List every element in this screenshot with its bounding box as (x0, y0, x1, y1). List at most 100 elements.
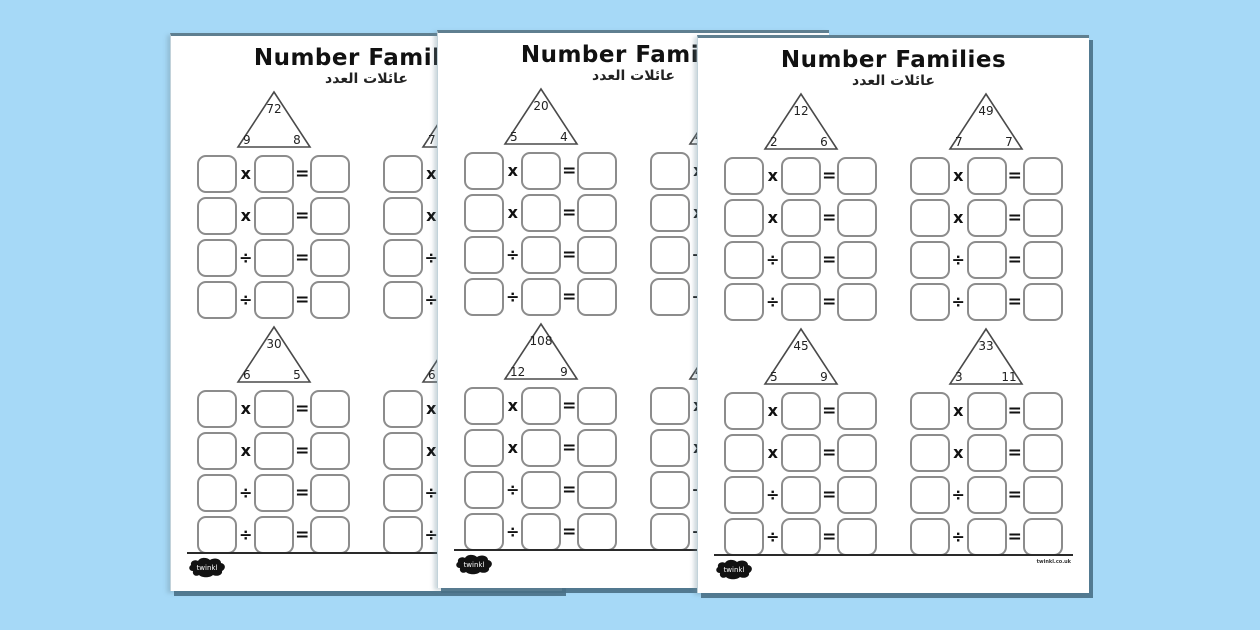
equals-symbol: = (562, 203, 577, 223)
page-subtitle-arabic: عائلات العدد (592, 68, 675, 84)
number-triangle: 12 2 6 (763, 92, 839, 150)
answer-box (310, 432, 351, 470)
answer-box (966, 434, 1007, 472)
equals-symbol: = (822, 401, 837, 421)
equals-symbol: = (1007, 401, 1022, 421)
answer-box (909, 241, 950, 279)
number-triangle: 72 9 8 (236, 90, 312, 148)
answer-box (521, 194, 562, 232)
answer-box (966, 241, 1007, 279)
operator-symbol: ÷ (766, 485, 780, 504)
answer-box (254, 390, 295, 428)
equals-symbol: = (1007, 443, 1022, 463)
triangle-top-number: 49 (979, 104, 994, 118)
triangle-left-number: 7 (955, 135, 963, 149)
answer-box (649, 236, 690, 274)
equals-symbol: = (822, 443, 837, 463)
answer-box (464, 429, 505, 467)
equation-row: ÷ = (464, 513, 618, 551)
triangle-top-number: 108 (529, 334, 552, 348)
answer-box (837, 434, 878, 472)
answer-box (382, 516, 423, 554)
triangle-top-number: 30 (266, 337, 281, 351)
triangle-left-number: 9 (243, 133, 251, 147)
answer-box (521, 387, 562, 425)
operator-symbol: x (426, 399, 437, 418)
answer-box (837, 392, 878, 430)
problems-grid: 12 2 6 x = x = (698, 90, 1089, 558)
twinkl-logo-text: twinkl (464, 561, 485, 569)
operator-symbol: ÷ (506, 287, 520, 306)
equals-symbol: = (562, 161, 577, 181)
answer-box (649, 429, 690, 467)
answer-box (1022, 283, 1063, 321)
operator-symbol: x (953, 401, 964, 420)
triangle-left-number: 7 (428, 133, 436, 147)
answer-box (197, 197, 238, 235)
equation-row: ÷ = (909, 476, 1063, 514)
equation-row: x = (724, 157, 878, 195)
operator-symbol: x (426, 164, 437, 183)
worksheet-page-front: Number Families عائلات العدد 12 2 6 x = (697, 35, 1089, 593)
equals-symbol: = (1007, 292, 1022, 312)
triangle-right-number: 4 (560, 130, 568, 144)
answer-box (966, 476, 1007, 514)
page-subtitle-arabic: عائلات العدد (325, 71, 408, 87)
answer-box (837, 157, 878, 195)
answer-box (837, 199, 878, 237)
fact-family-problem: 12 2 6 x = x = (712, 92, 890, 323)
answer-box (649, 278, 690, 316)
operator-symbol: ÷ (424, 248, 438, 267)
equation-row: ÷ = (909, 283, 1063, 321)
operator-symbol: ÷ (239, 525, 253, 544)
equals-symbol: = (295, 483, 310, 503)
answer-box (577, 278, 618, 316)
answer-box (781, 241, 822, 279)
operator-symbol: ÷ (506, 245, 520, 264)
answer-box (464, 194, 505, 232)
equation-row: ÷ = (724, 518, 878, 556)
equals-symbol: = (295, 248, 310, 268)
answer-box (197, 432, 238, 470)
answer-box (254, 281, 295, 319)
answer-box (382, 155, 423, 193)
equals-symbol: = (562, 245, 577, 265)
equation-row: x = (724, 199, 878, 237)
triangle-top-number: 12 (793, 104, 808, 118)
answer-box (909, 476, 950, 514)
equals-symbol: = (822, 166, 837, 186)
page-subtitle-arabic: عائلات العدد (852, 73, 935, 89)
twinkl-logo: twinkl (189, 557, 225, 578)
answer-box (464, 387, 505, 425)
equals-symbol: = (822, 485, 837, 505)
operator-symbol: ÷ (424, 483, 438, 502)
answer-box (521, 513, 562, 551)
fact-family-problem: 33 3 11 x = x = (898, 327, 1076, 558)
twinkl-logo: twinkl (456, 554, 492, 575)
equation-row: ÷ = (724, 476, 878, 514)
twinkl-logo-text: twinkl (724, 566, 745, 574)
equals-symbol: = (295, 399, 310, 419)
answer-box (837, 476, 878, 514)
answer-box (909, 157, 950, 195)
answer-box (837, 283, 878, 321)
answer-box (577, 513, 618, 551)
triangle-left-number: 3 (955, 370, 963, 384)
answer-box (577, 471, 618, 509)
fact-family-problem: 45 5 9 x = x = (712, 327, 890, 558)
page-title: Number Families (780, 47, 1007, 73)
answer-box (254, 474, 295, 512)
answer-box (382, 390, 423, 428)
answer-box (649, 471, 690, 509)
equation-row: x = (464, 429, 618, 467)
answer-box (781, 518, 822, 556)
answer-box (577, 387, 618, 425)
answer-box (521, 429, 562, 467)
equals-symbol: = (1007, 166, 1022, 186)
answer-box (1022, 518, 1063, 556)
equals-symbol: = (295, 441, 310, 461)
answer-box (724, 283, 765, 321)
operator-symbol: ÷ (424, 525, 438, 544)
fact-family-problem: 20 5 4 x = x = (452, 87, 630, 318)
